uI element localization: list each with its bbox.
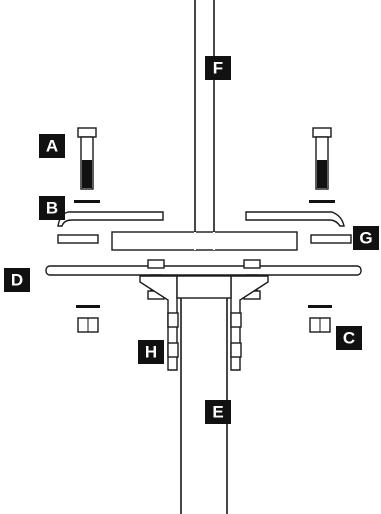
nut-left <box>77 317 99 333</box>
bolt-right-A <box>312 127 332 190</box>
svg-text:C: C <box>343 329 355 348</box>
washer-bottom-right <box>308 305 332 308</box>
svg-text:B: B <box>46 199 58 218</box>
label-D: D <box>4 268 30 292</box>
label-F: F <box>205 56 231 80</box>
label-A: A <box>39 134 65 158</box>
cross-plate-D <box>45 265 362 276</box>
washer-top-left <box>74 200 100 203</box>
label-H: H <box>138 340 164 364</box>
upper-mast-F <box>111 0 298 251</box>
washer-bottom-left <box>76 305 100 308</box>
svg-text:F: F <box>213 59 223 78</box>
label-G: G <box>353 226 379 250</box>
svg-text:A: A <box>46 137 58 156</box>
label-E: E <box>205 400 231 424</box>
svg-text:G: G <box>359 229 372 248</box>
clamp-bar-right <box>245 211 345 227</box>
svg-text:H: H <box>145 343 157 362</box>
label-B: B <box>39 196 65 220</box>
svg-text:E: E <box>212 403 223 422</box>
spacer-plate-left <box>57 234 99 244</box>
bracket-H <box>139 275 269 371</box>
spacer-plate-right-G <box>310 234 352 244</box>
nut-right-C <box>309 317 331 333</box>
mast-base-flange <box>111 231 298 251</box>
svg-text:D: D <box>11 271 23 290</box>
washer-top-right <box>309 200 335 203</box>
bolt-left-A <box>77 127 97 190</box>
clamp-bar-left-B <box>57 211 164 227</box>
label-C: C <box>336 326 362 350</box>
